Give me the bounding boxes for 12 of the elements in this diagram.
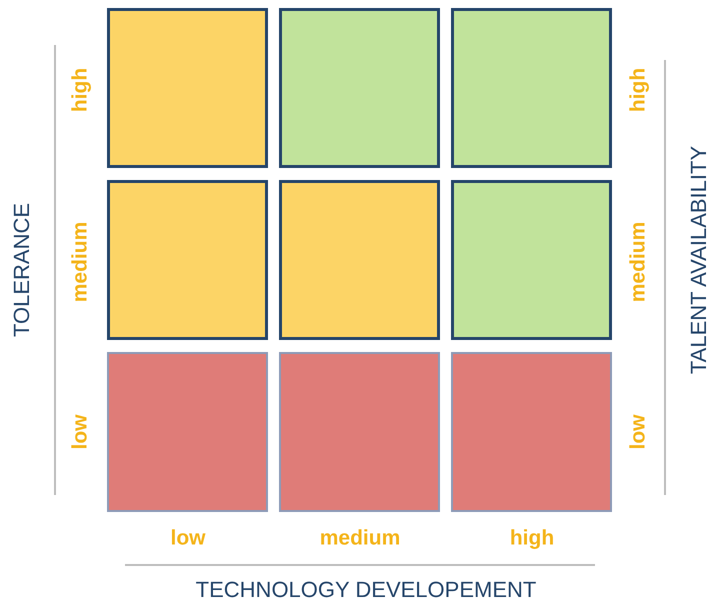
axis-title: TECHNOLOGY DEVELOPEMENT <box>196 579 536 601</box>
axis-tick-label: low <box>170 528 206 548</box>
axis-tick-label: medium <box>320 528 400 548</box>
axis-title: TOLERANCE <box>11 202 33 338</box>
axis-tick-label: medium <box>70 222 90 302</box>
axis-tick-label: low <box>628 414 648 450</box>
axis-tick-label: high <box>70 68 90 112</box>
axis-title: TALENT AVAILABILITY <box>688 146 710 374</box>
axis-tick-label: high <box>510 528 554 548</box>
axis-tick-label: medium <box>628 222 648 302</box>
axis-tick-label: low <box>70 414 90 450</box>
axis-tick-label: high <box>628 68 648 112</box>
